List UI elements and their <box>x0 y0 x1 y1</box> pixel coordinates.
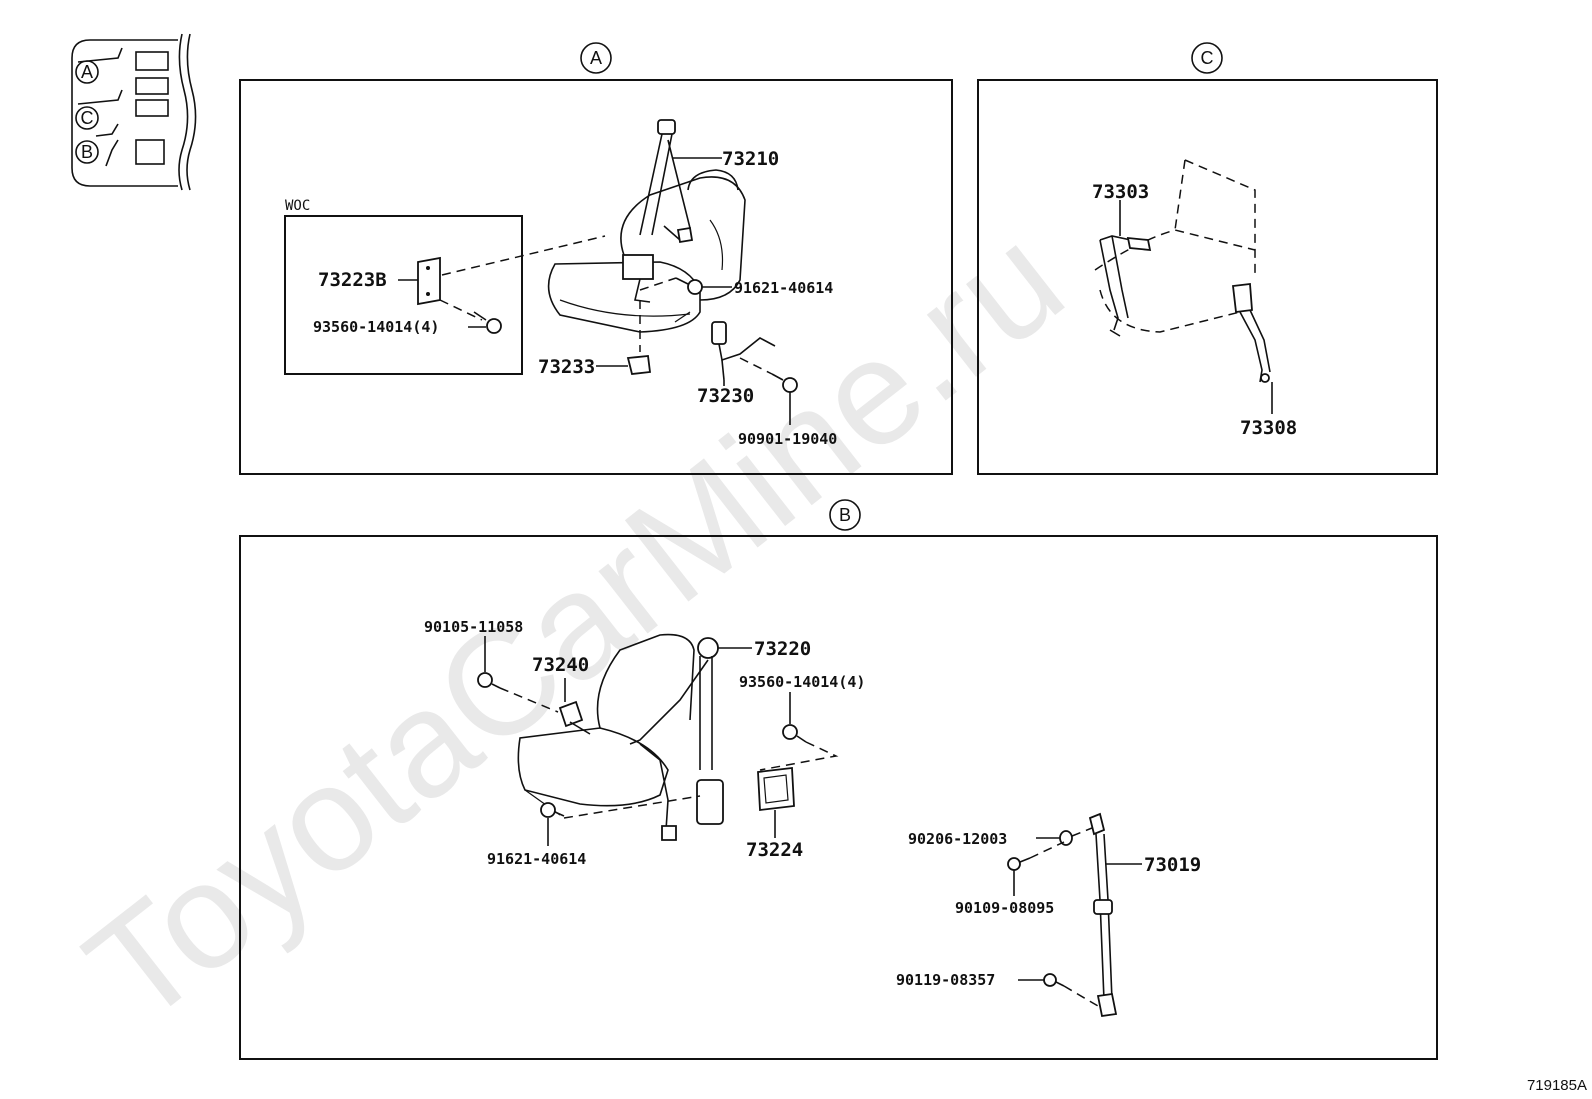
section-c-marker-label: C <box>1201 48 1214 68</box>
label-90206: 90206-12003 <box>908 830 1007 848</box>
label-73233: 73233 <box>538 356 595 378</box>
section-b-marker-label: B <box>839 505 851 525</box>
section-b-frame <box>239 535 1438 1060</box>
bolt-91621-40614-b <box>540 802 565 818</box>
label-90105: 90105-11058 <box>424 618 523 636</box>
bracket-73224 <box>757 766 795 812</box>
bolt-93560-14014-b <box>782 724 807 743</box>
bolt-90109-08095 <box>1007 857 1031 871</box>
buckle-73230 <box>711 321 776 381</box>
index-marker-c <box>75 106 99 130</box>
label-73303: 73303 <box>1092 181 1149 203</box>
section-c-marker <box>1191 42 1223 74</box>
label-90109: 90109-08095 <box>955 899 1054 917</box>
bolt-93560-14014 <box>473 311 502 334</box>
label-73220: 73220 <box>754 638 811 660</box>
index-marker-b <box>75 140 99 164</box>
bolt-91621-40614-a <box>675 277 703 295</box>
section-a-marker <box>580 42 612 74</box>
woc-frame <box>284 215 523 375</box>
front-seat-drawing <box>547 169 746 333</box>
label-73224: 73224 <box>746 839 803 861</box>
cover-73233 <box>626 355 652 375</box>
section-a-frame <box>239 79 953 475</box>
section-b-marker <box>829 499 861 531</box>
section-b: B 73220 73240 <box>239 499 1438 1060</box>
index-marker-a-label: A <box>81 62 93 82</box>
vehicle-index-thumbnail: A C B <box>71 33 197 191</box>
label-93560-a: 93560-14014(4) <box>313 318 439 336</box>
woc-label: WOC <box>285 198 310 214</box>
seatbelt-73303 <box>1099 235 1152 337</box>
label-90901: 90901-19040 <box>738 430 837 448</box>
label-73308: 73308 <box>1240 417 1297 439</box>
label-93560-b: 93560-14014(4) <box>739 673 865 691</box>
label-73019: 73019 <box>1144 854 1201 876</box>
section-a-marker-label: A <box>590 48 602 68</box>
seatbelt-73220 <box>629 637 724 841</box>
watermark-text: ToyotaCarMine.ru <box>56 194 1092 1055</box>
seatbelt-73308 <box>1232 282 1271 383</box>
bolt-90105-11058 <box>477 672 501 689</box>
section-c-frame <box>977 79 1438 475</box>
label-90119: 90119-08357 <box>896 971 995 989</box>
label-91621-a: 91621-40614 <box>734 279 833 297</box>
label-91621-b: 91621-40614 <box>487 850 586 868</box>
rod-73019 <box>1088 812 1118 1018</box>
label-73230: 73230 <box>697 385 754 407</box>
index-marker-a <box>75 60 99 84</box>
buckle-73240 <box>558 700 591 735</box>
label-73223b: 73223B <box>318 269 387 291</box>
index-marker-c-label: C <box>81 108 94 128</box>
label-73210: 73210 <box>722 148 779 170</box>
bolt-90119-08357 <box>1043 973 1065 987</box>
bracket-73223b <box>417 256 441 306</box>
label-73240: 73240 <box>532 654 589 676</box>
section-a: A WOC 73210 <box>239 42 953 475</box>
section-c: C 73303 73308 <box>977 42 1438 475</box>
figure-id: 719185A <box>1527 1077 1587 1094</box>
seatbelt-assembly-73210 <box>622 119 694 303</box>
index-marker-b-label: B <box>81 142 93 162</box>
